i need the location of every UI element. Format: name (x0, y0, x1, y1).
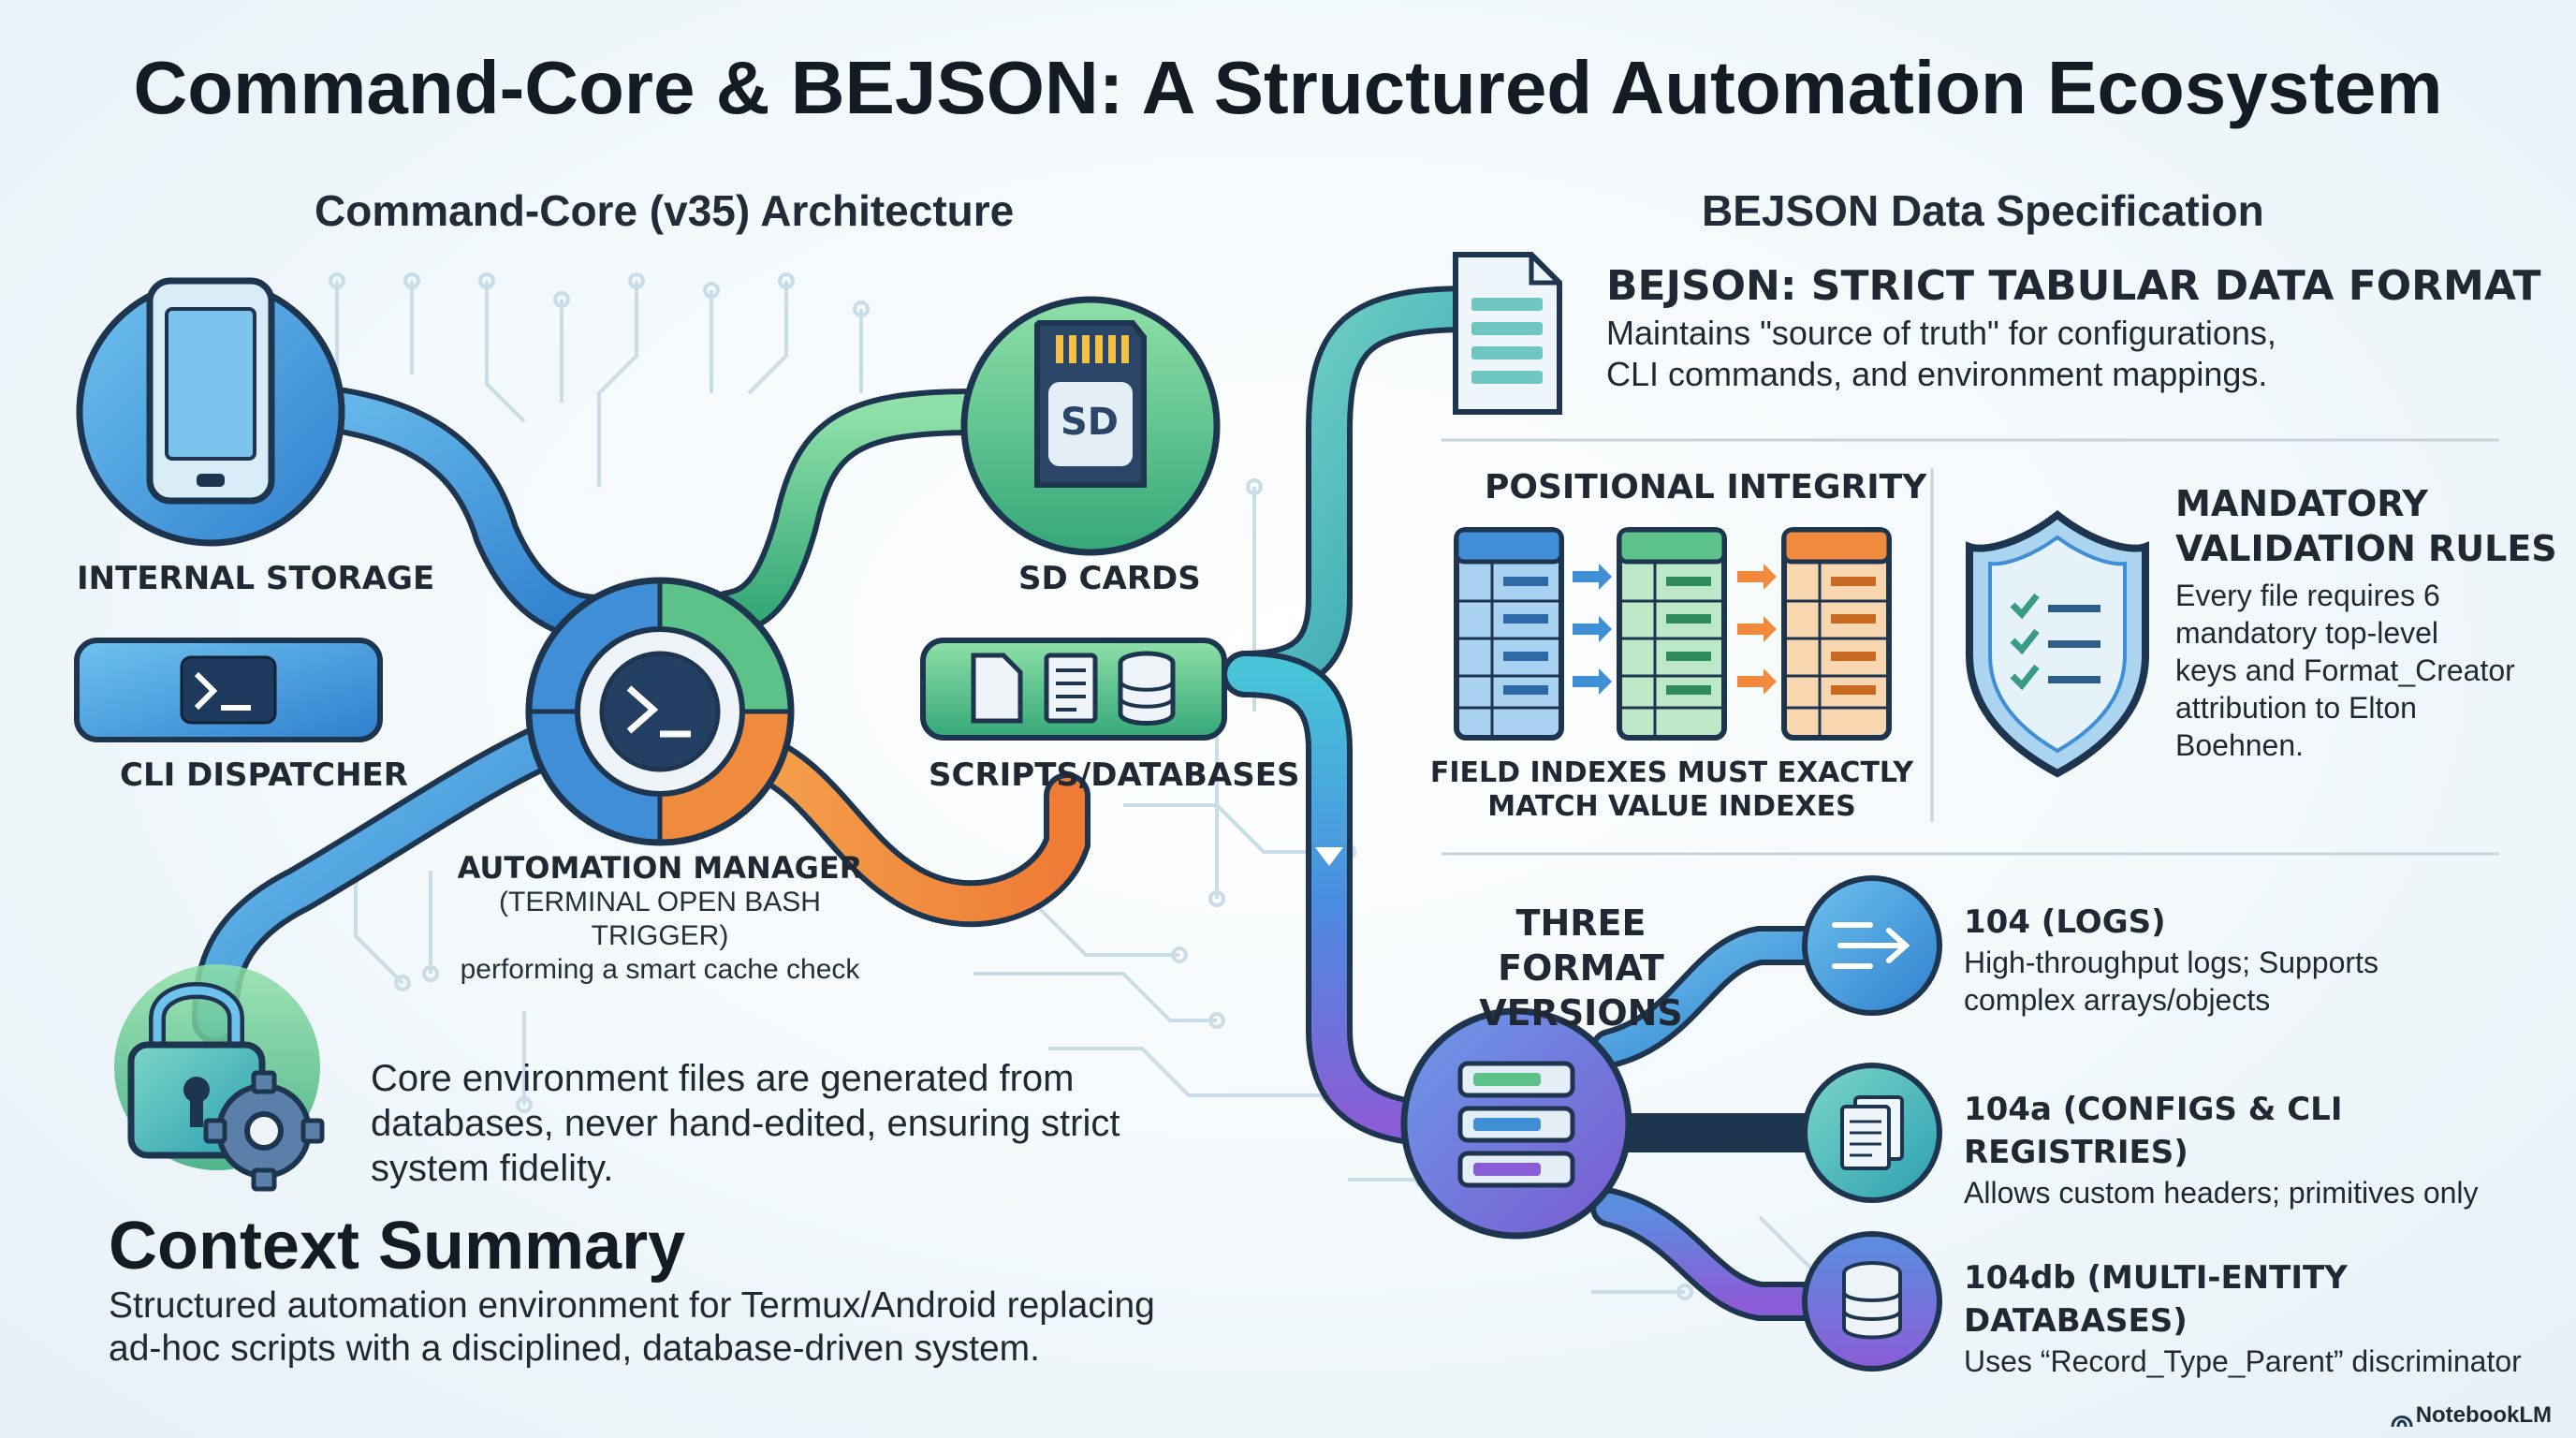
bejson-document-icon (1453, 252, 1562, 415)
phone-icon (146, 277, 275, 505)
right-section-heading: BEJSON Data Specification (1702, 186, 2264, 235)
version-104db: 104db (MULTI-ENTITY DATABASES) Uses “Rec… (1964, 1256, 2576, 1380)
version-104: 104 (LOGS) High-throughput logs; Support… (1964, 901, 2378, 1019)
table-green (1617, 527, 1727, 741)
table-blue (1454, 527, 1564, 741)
file-icon (971, 653, 1023, 724)
terminal-icon (626, 685, 691, 738)
validation-rule-line: Boehnen. (2175, 728, 2305, 762)
cli-dispatcher-label: CLI DISPATCHER (120, 756, 408, 794)
scripts-databases-label: SCRIPTS/DATABASES (929, 756, 1300, 794)
gear-icon (203, 1070, 325, 1192)
positional-integrity-title: POSITIONAL INTEGRITY (1485, 468, 1927, 506)
notebooklm-logo-icon (2391, 1416, 2413, 1428)
index-arrows (1573, 564, 1612, 695)
automation-manager-hub (525, 577, 795, 846)
version-desc: Allows custom headers; primitives only (1964, 1176, 2479, 1210)
sd-cards-label: SD CARDS (1018, 560, 1201, 597)
automation-manager-caption: AUTOMATION MANAGER (TERMINAL OPEN BASH T… (440, 850, 880, 987)
validation-rule-line: mandatory top-level (2175, 616, 2439, 650)
version-104a: 104a (CONFIGS & CLI REGISTRIES) Allows c… (1964, 1088, 2576, 1211)
database-icon (1118, 651, 1176, 726)
terminal-icon (180, 655, 277, 725)
bejson-format-block: BEJSON: STRICT TABULAR DATA FORMAT Maint… (1606, 260, 2541, 395)
core-note-line: system fidelity. (371, 1148, 614, 1189)
bejson-format-line: CLI commands, and environment mappings. (1606, 355, 2268, 393)
circuit-traces (329, 272, 1881, 1300)
document-icon (1044, 653, 1098, 724)
internal-storage-node (76, 277, 345, 547)
validation-rule-line: keys and Format_Creator (2175, 653, 2515, 687)
index-arrows (1737, 564, 1777, 695)
sd-chip-text: SD (1060, 401, 1119, 444)
log-stream-icon (1802, 875, 1942, 1016)
three-format-versions-title: THREE FORMAT VERSIONS (1445, 901, 1717, 1035)
automation-manager-note: performing a smart cache check (460, 954, 860, 985)
versions-title-line: THREE FORMAT (1498, 902, 1664, 989)
validation-rules-block: MANDATORY VALIDATION RULES Every file re… (2175, 481, 2569, 764)
sd-cards-node (960, 296, 1221, 556)
validation-rules-title: VALIDATION RULES (2175, 528, 2557, 569)
scripts-databases-node (920, 638, 1227, 741)
core-note-line: Core environment files are generated fro… (371, 1058, 1075, 1099)
positional-integrity-caption: FIELD INDEXES MUST EXACTLY MATCH VALUE I… (1423, 756, 1921, 824)
context-summary-title: Context Summary (109, 1209, 686, 1284)
notebooklm-credit: NotebookLM (2415, 1402, 2552, 1428)
validation-rule-line: attribution to Elton (2175, 691, 2417, 725)
positional-caption-line: FIELD INDEXES MUST EXACTLY (1429, 756, 1914, 789)
left-section-heading: Command-Core (v35) Architecture (315, 186, 1015, 235)
core-environment-note: Core environment files are generated fro… (371, 1056, 1120, 1191)
bejson-format-line: Maintains "source of truth" for configur… (1606, 314, 2276, 352)
table-orange (1781, 527, 1892, 741)
version-desc: complex arrays/objects (1964, 983, 2271, 1017)
positional-tables (1454, 527, 1892, 741)
context-summary: Context Summary Structured automation en… (109, 1208, 1155, 1371)
internal-storage-label: INTERNAL STORAGE (77, 560, 435, 597)
config-files-icon (1802, 1063, 1942, 1203)
page-title: Command-Core & BEJSON: A Structured Auto… (133, 46, 2443, 129)
versions-title-line: VERSIONS (1479, 992, 1683, 1034)
section-dividers (1442, 438, 2499, 856)
sd-card-icon (1034, 320, 1147, 488)
database-icon (1802, 1231, 1942, 1372)
automation-manager-subtitle: (TERMINAL OPEN BASH TRIGGER) (499, 887, 821, 951)
automation-manager-title: AUTOMATION MANAGER (457, 850, 863, 886)
validation-rule-line: Every file requires 6 (2175, 579, 2440, 612)
shield-checklist-icon (1966, 509, 2149, 778)
validation-rules-title: MANDATORY (2175, 483, 2428, 524)
lock-gear-node (114, 964, 325, 1192)
version-title: 104 (LOGS) (1964, 903, 2166, 941)
positional-caption-line: MATCH VALUE INDEXES (1487, 790, 1856, 823)
context-summary-line: ad-hoc scripts with a disciplined, datab… (109, 1328, 1040, 1369)
version-title: 104db (MULTI-ENTITY DATABASES) (1964, 1259, 2348, 1340)
version-desc: Uses “Record_Type_Parent” discriminator (1964, 1344, 2522, 1378)
context-summary-line: Structured automation environment for Te… (109, 1285, 1155, 1326)
core-note-line: databases, never hand-edited, ensuring s… (371, 1103, 1120, 1144)
server-stack-icon (1400, 1007, 1632, 1240)
version-title: 104a (CONFIGS & CLI REGISTRIES) (1964, 1091, 2343, 1171)
bejson-format-title: BEJSON: STRICT TABULAR DATA FORMAT (1606, 262, 2541, 310)
cli-dispatcher-node (74, 638, 383, 742)
version-desc: High-throughput logs; Supports (1964, 946, 2378, 979)
